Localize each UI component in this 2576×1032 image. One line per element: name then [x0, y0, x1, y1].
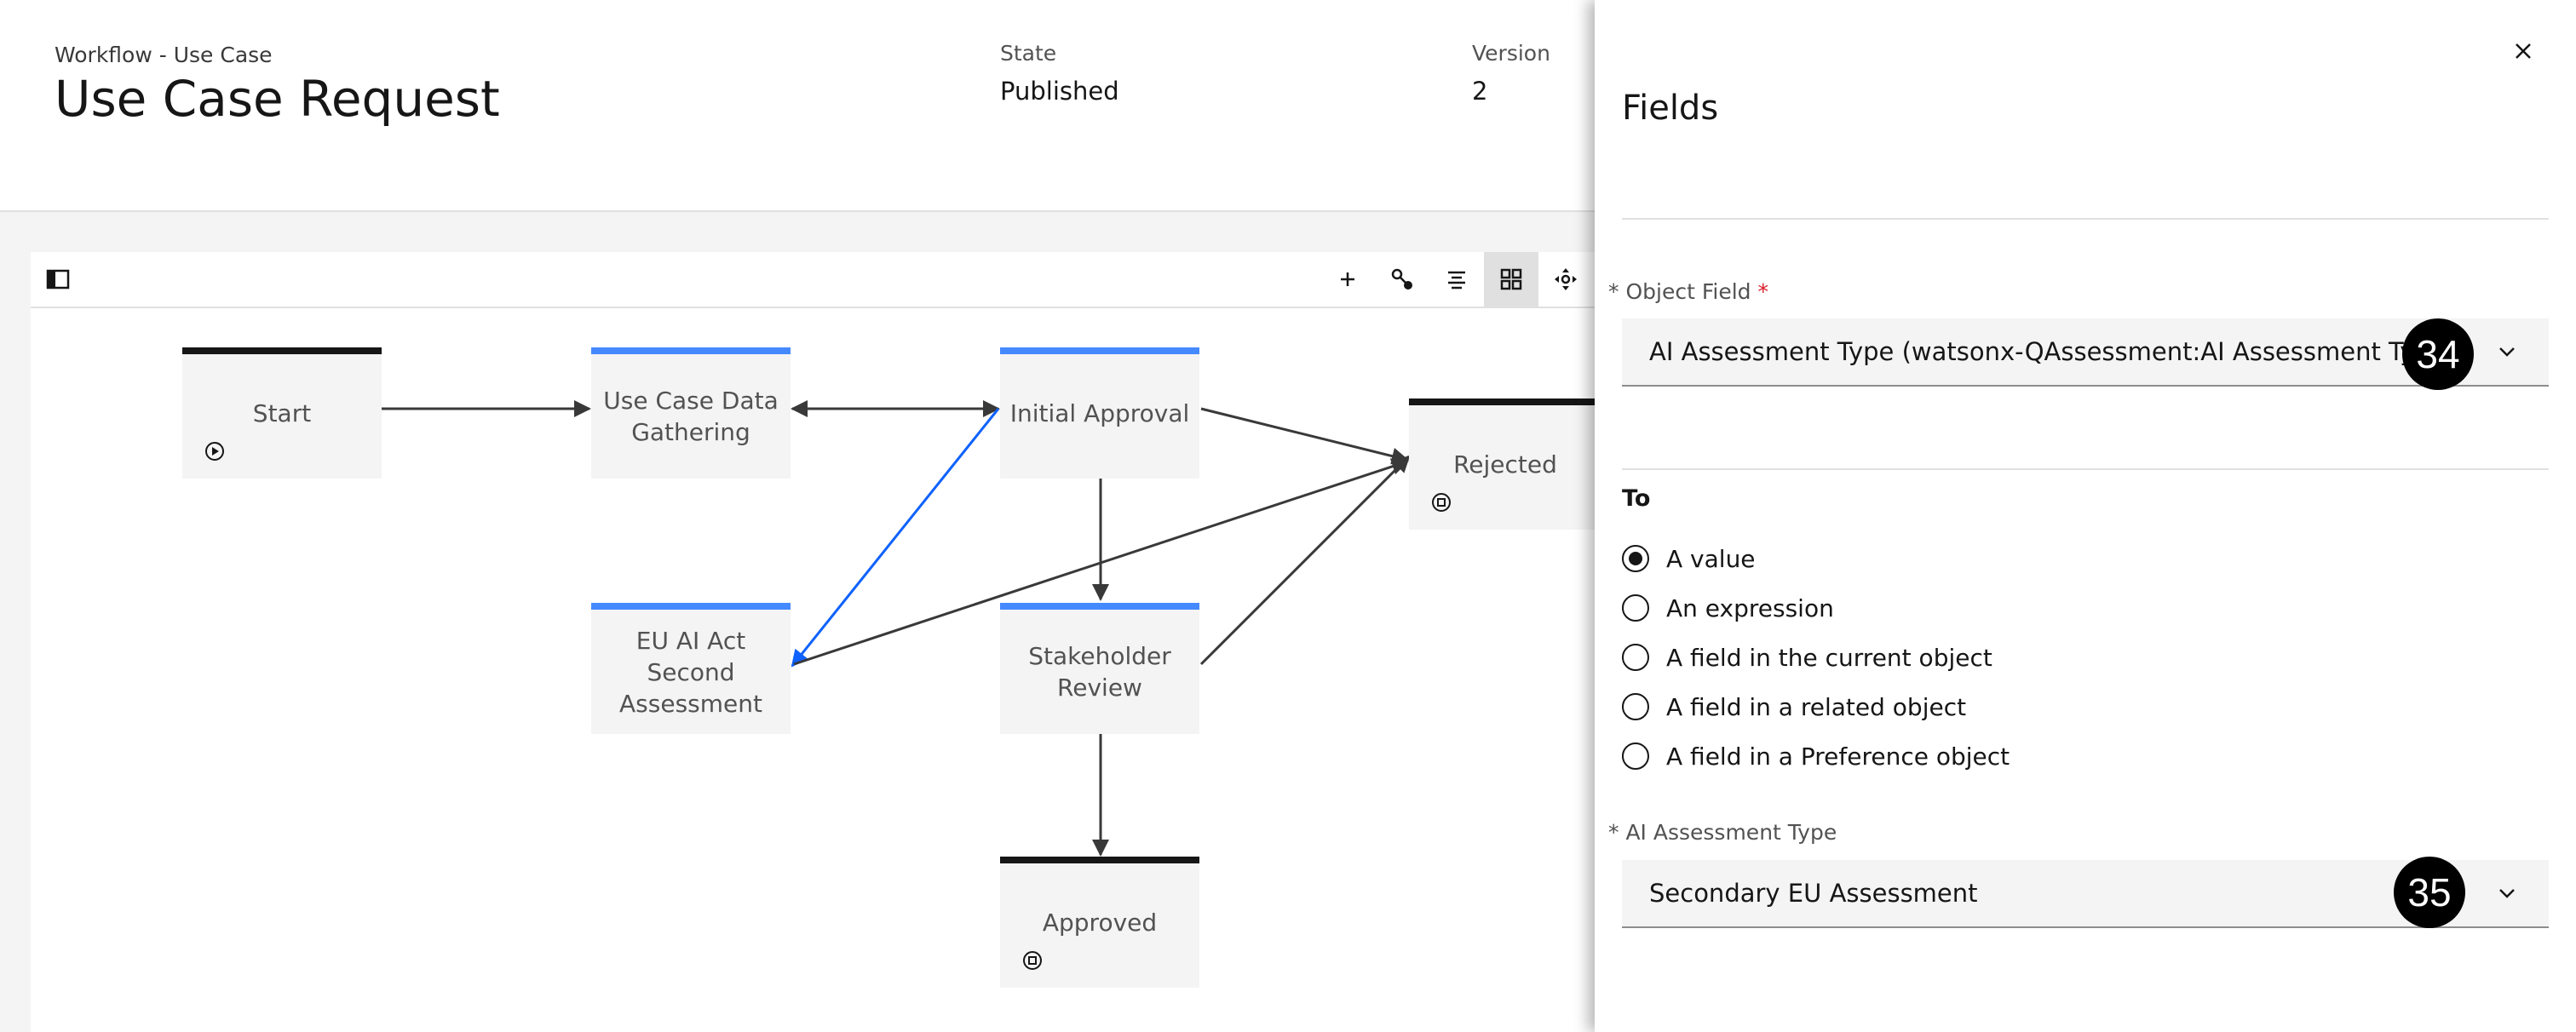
radio-an-expression[interactable]: An expression	[1622, 591, 1834, 625]
node-eu-label-3: Assessment	[619, 689, 762, 718]
node-gathering-label-1: Use Case Data	[603, 387, 779, 415]
edge-stakeholder-to-rejected[interactable]	[1199, 455, 1411, 666]
breadcrumb[interactable]: Workflow - Use Case	[55, 43, 273, 67]
radio-circle[interactable]	[1622, 594, 1649, 622]
node-eu-label-1: EU AI Act	[635, 626, 746, 655]
node-approved[interactable]: Approved	[1000, 857, 1199, 988]
radio-circle[interactable]	[1622, 545, 1649, 572]
panel-divider	[1622, 218, 2549, 220]
node-initial-approval-label: Initial Approval	[1009, 398, 1190, 427]
page-title: Use Case Request	[55, 70, 500, 128]
close-panel-button[interactable]	[2508, 36, 2539, 66]
align-icon[interactable]	[1429, 252, 1484, 307]
panel-toggle-icon[interactable]	[31, 252, 85, 307]
node-start-label: Start	[252, 398, 312, 427]
connect-icon[interactable]	[1375, 252, 1429, 307]
node-initial-approval[interactable]: Initial Approval	[1000, 347, 1199, 479]
radio-field-preference-object[interactable]: A field in a Preference object	[1622, 739, 2010, 773]
object-field-label: * Object Field *	[1608, 279, 1768, 304]
add-icon[interactable]	[1320, 252, 1375, 307]
radio-label: A field in a Preference object	[1666, 742, 2010, 771]
close-icon	[2516, 43, 2531, 59]
object-field-label-text: Object Field	[1625, 279, 1751, 304]
node-eu-ai-act-second-assessment[interactable]: EU AI Act Second Assessment	[591, 603, 791, 734]
chevron-down-icon[interactable]	[2494, 880, 2520, 906]
node-gathering-label-2: Gathering	[631, 418, 750, 446]
to-label: To	[1622, 485, 1651, 512]
node-approved-label: Approved	[1042, 908, 1158, 937]
assessment-type-label-text: AI Assessment Type	[1625, 820, 1837, 845]
node-stakeholder-label-1: Stakeholder	[1028, 642, 1171, 670]
object-field-select[interactable]: AI Assessment Type (watsonx-QAssessment:…	[1622, 318, 2549, 387]
play-icon	[205, 442, 224, 461]
chevron-down-icon[interactable]	[2494, 339, 2520, 364]
radio-selected-dot	[1629, 552, 1642, 565]
node-rejected-label: Rejected	[1453, 450, 1557, 479]
version-label: Version	[1472, 41, 1550, 66]
node-start[interactable]: Start	[182, 347, 382, 479]
header-divider	[0, 210, 1601, 212]
panel-divider	[1622, 468, 2549, 470]
stop-icon	[1023, 951, 1042, 970]
step-badge-35: 35	[2394, 857, 2465, 928]
step-badge-34: 34	[2402, 318, 2474, 390]
assessment-type-value: Secondary EU Assessment	[1649, 879, 1978, 908]
node-rejected[interactable]: Rejected	[1409, 398, 1601, 530]
panel-title: Fields	[1622, 89, 1719, 128]
move-icon[interactable]	[1538, 252, 1593, 307]
edge-initial-approval-to-rejected[interactable]	[1200, 407, 1409, 465]
node-eu-label-2: Second	[647, 657, 735, 686]
radio-label: A field in the current object	[1666, 643, 1992, 672]
radio-field-related-object[interactable]: A field in a related object	[1622, 690, 1966, 724]
radio-circle[interactable]	[1622, 693, 1649, 720]
canvas-toolbar	[31, 252, 1601, 308]
radio-label: An expression	[1666, 593, 1834, 622]
state-value: Published	[1000, 77, 1119, 106]
radio-label: A field in a related object	[1666, 692, 1967, 721]
radio-field-current-object[interactable]: A field in the current object	[1622, 640, 1992, 674]
edge-eu-ai-act-to-rejected[interactable]	[793, 458, 1409, 666]
stop-icon	[1432, 493, 1451, 512]
assessment-type-label: * AI Assessment Type	[1608, 820, 1837, 845]
workflow-edges	[382, 400, 1411, 857]
radio-a-value[interactable]: A value	[1622, 542, 1756, 576]
radio-label: A value	[1666, 544, 1756, 573]
version-value: 2	[1472, 77, 1488, 106]
required-asterisk: *	[1608, 279, 1619, 304]
node-use-case-data-gathering[interactable]: Use Case Data Gathering	[591, 347, 791, 479]
edge-initial-approval-to-eu-ai-act[interactable]	[791, 408, 1000, 668]
node-stakeholder-label-2: Review	[1057, 674, 1142, 702]
grid-icon[interactable]	[1484, 252, 1538, 307]
object-field-value: AI Assessment Type (watsonx-QAssessment:…	[1649, 337, 2455, 366]
radio-circle[interactable]	[1622, 644, 1649, 671]
state-label: State	[1000, 41, 1057, 66]
required-asterisk: *	[1608, 820, 1619, 845]
radio-circle[interactable]	[1622, 742, 1649, 770]
node-stakeholder-review[interactable]: Stakeholder Review	[1000, 603, 1199, 734]
required-mark: *	[1757, 279, 1768, 304]
